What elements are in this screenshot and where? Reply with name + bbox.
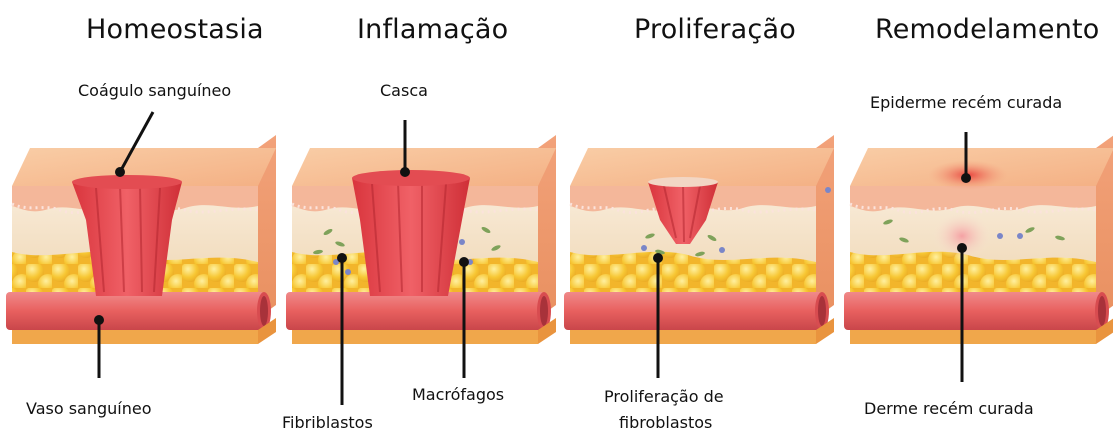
skin-block-remodelamento [844,135,1113,344]
skin-block-homeostasia [6,135,276,344]
label-proliferacao-de: Proliferação de [604,386,724,408]
skin-block-proliferacao [564,135,834,344]
label-epiderme-recem-curada: Epiderme recém curada [870,92,1062,114]
label-vaso-sanguineo: Vaso sanguíneo [26,398,152,420]
label-fibriblastos: Fibriblastos [282,412,373,434]
label-derme-recem-curada: Derme recém curada [864,398,1034,420]
skin-block-inflamacao [286,135,556,344]
label-coagulo-sanguineo: Coágulo sanguíneo [78,80,231,102]
label-macrofagos: Macrófagos [412,384,504,406]
label-casca: Casca [380,80,428,102]
label-fibroblastos: fibroblastos [619,412,712,434]
